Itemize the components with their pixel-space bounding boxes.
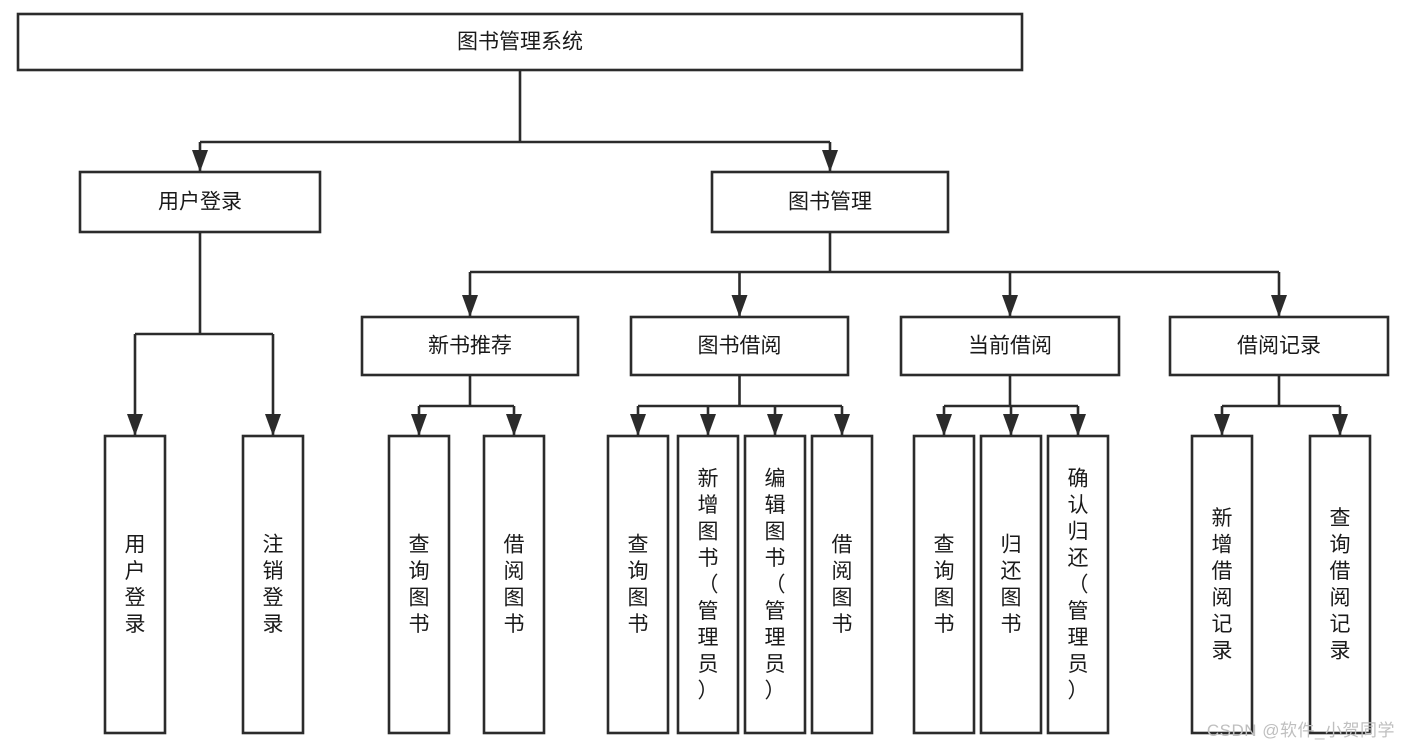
node-box-root[interactable] <box>16 12 1024 72</box>
arrow-head-icon <box>1214 414 1230 436</box>
node-box-leaf-query-book-3[interactable] <box>912 434 976 735</box>
arrow-head-icon <box>411 414 427 436</box>
node-label-leaf-borrow-book-1: 借阅图书 <box>504 534 525 637</box>
node-leaf-add-borrow-record[interactable]: 新增借阅记录 <box>1190 434 1254 735</box>
node-box-borrow-record[interactable] <box>1168 315 1390 377</box>
node-label-book-borrow: 图书借阅 <box>698 335 782 358</box>
node-leaf-return-book[interactable]: 归还图书 <box>979 434 1043 735</box>
node-label-leaf-edit-book: 编辑图书（管理员） <box>765 467 786 702</box>
node-leaf-query-book-1[interactable]: 查询图书 <box>387 434 451 735</box>
node-label-leaf-query-borrow-record: 查询借阅记录 <box>1330 507 1351 663</box>
node-label-current-borrow: 当前借阅 <box>968 335 1052 358</box>
arrow-head-icon <box>700 414 716 436</box>
node-leaf-edit-book[interactable]: 编辑图书（管理员） <box>743 434 807 735</box>
node-box-leaf-query-borrow-record[interactable] <box>1308 434 1372 735</box>
node-leaf-add-book[interactable]: 新增图书（管理员） <box>676 434 740 735</box>
node-label-leaf-query-book-3: 查询图书 <box>934 534 955 637</box>
node-box-book-manage[interactable] <box>710 170 950 234</box>
node-label-leaf-query-book-2: 查询图书 <box>628 534 649 637</box>
node-root[interactable]: 图书管理系统 <box>16 12 1024 72</box>
connector-lines <box>127 70 1348 436</box>
node-label-user-login: 用户登录 <box>158 191 242 214</box>
arrow-head-icon <box>1003 414 1019 436</box>
arrow-head-icon <box>1002 295 1018 317</box>
arrow-head-icon <box>462 295 478 317</box>
arrow-head-icon <box>127 414 143 436</box>
node-current-borrow[interactable]: 当前借阅 <box>899 315 1121 377</box>
node-label-leaf-user-login: 用户登录 <box>125 534 146 637</box>
arrow-head-icon <box>1070 414 1086 436</box>
node-label-leaf-return-book: 归还图书 <box>1001 534 1022 637</box>
node-boxes: 图书管理系统用户登录图书管理新书推荐图书借阅当前借阅借阅记录用户登录注销登录查询… <box>16 12 1390 735</box>
arrow-head-icon <box>630 414 646 436</box>
arrow-head-icon <box>1332 414 1348 436</box>
node-new-book-recommend[interactable]: 新书推荐 <box>360 315 580 377</box>
node-box-leaf-user-login[interactable] <box>103 434 167 735</box>
arrow-head-icon <box>936 414 952 436</box>
node-label-new-book-recommend: 新书推荐 <box>428 335 512 358</box>
node-leaf-user-login[interactable]: 用户登录 <box>103 434 167 735</box>
node-box-user-login[interactable] <box>78 170 322 234</box>
node-label-leaf-add-borrow-record: 新增借阅记录 <box>1212 507 1233 663</box>
node-label-leaf-add-book: 新增图书（管理员） <box>698 467 719 702</box>
arrow-head-icon <box>731 295 748 317</box>
arrow-head-icon <box>192 150 208 172</box>
node-leaf-query-book-2[interactable]: 查询图书 <box>606 434 670 735</box>
node-label-leaf-query-book-1: 查询图书 <box>409 534 430 637</box>
node-leaf-borrow-book-1[interactable]: 借阅图书 <box>482 434 546 735</box>
arrow-head-icon <box>767 414 783 436</box>
node-box-leaf-edit-book[interactable] <box>743 434 807 735</box>
node-box-leaf-query-book-2[interactable] <box>606 434 670 735</box>
arrow-head-icon <box>1271 295 1287 317</box>
node-book-manage[interactable]: 图书管理 <box>710 170 950 234</box>
node-box-book-borrow[interactable] <box>629 315 850 377</box>
node-label-book-manage: 图书管理 <box>788 191 872 214</box>
node-box-new-book-recommend[interactable] <box>360 315 580 377</box>
node-box-leaf-return-book[interactable] <box>979 434 1043 735</box>
arrow-head-icon <box>822 150 838 172</box>
node-borrow-record[interactable]: 借阅记录 <box>1168 315 1390 377</box>
csdn-watermark: CSDN @软件_小贺同学 <box>1206 721 1395 740</box>
arrow-head-icon <box>834 414 850 436</box>
node-label-borrow-record: 借阅记录 <box>1237 335 1321 358</box>
node-label-leaf-borrow-book-2: 借阅图书 <box>832 534 853 637</box>
node-box-current-borrow[interactable] <box>899 315 1121 377</box>
node-leaf-query-book-3[interactable]: 查询图书 <box>912 434 976 735</box>
node-label-leaf-user-logout: 注销登录 <box>263 534 284 637</box>
node-box-leaf-borrow-book-2[interactable] <box>810 434 874 735</box>
node-book-borrow[interactable]: 图书借阅 <box>629 315 850 377</box>
node-box-leaf-add-book[interactable] <box>676 434 740 735</box>
node-leaf-user-logout[interactable]: 注销登录 <box>241 434 305 735</box>
node-box-leaf-confirm-return[interactable] <box>1046 434 1110 735</box>
arrow-head-icon <box>506 414 522 436</box>
node-leaf-query-borrow-record[interactable]: 查询借阅记录 <box>1308 434 1372 735</box>
node-leaf-borrow-book-2[interactable]: 借阅图书 <box>810 434 874 735</box>
node-label-root: 图书管理系统 <box>457 31 583 54</box>
node-box-leaf-query-book-1[interactable] <box>387 434 451 735</box>
arrow-head-icon <box>265 414 281 436</box>
node-box-leaf-user-logout[interactable] <box>241 434 305 735</box>
node-box-leaf-borrow-book-1[interactable] <box>482 434 546 735</box>
node-box-leaf-add-borrow-record[interactable] <box>1190 434 1254 735</box>
node-label-leaf-confirm-return: 确认归还（管理员） <box>1068 467 1089 702</box>
node-leaf-confirm-return[interactable]: 确认归还（管理员） <box>1046 434 1110 735</box>
node-user-login[interactable]: 用户登录 <box>78 170 322 234</box>
